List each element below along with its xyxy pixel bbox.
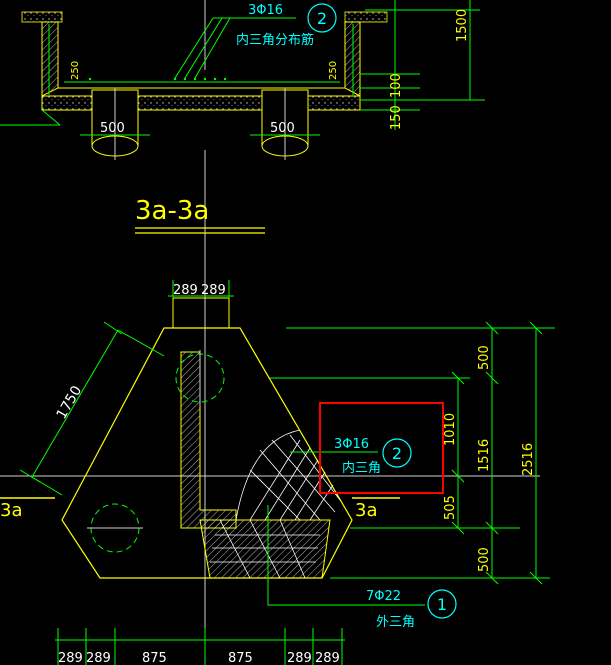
dim-505: 505 <box>443 495 458 520</box>
dim-250-right: 250 <box>328 61 339 80</box>
pile-right <box>261 88 309 160</box>
top-right-dims <box>360 0 485 130</box>
dim-2516: 2516 <box>521 443 536 476</box>
outer-bar-desc: 外三角 <box>376 615 415 630</box>
dim-1010: 1010 <box>443 413 458 446</box>
column-stub <box>172 297 230 329</box>
top-leaders <box>174 17 296 79</box>
dim-150: 150 <box>389 105 404 130</box>
bottom-dim-label: 289 <box>86 651 111 665</box>
cut-left-label: 3a <box>0 500 22 521</box>
dim-500-top: 500 <box>477 345 492 370</box>
slope-dim <box>19 321 165 496</box>
inner-bar-marker-circle <box>382 438 412 468</box>
dim-1516: 1516 <box>477 439 492 472</box>
outer-bar-label: 7Φ22 <box>366 589 401 604</box>
section-title: 3a-3a <box>135 196 209 226</box>
slab-strip-right <box>344 11 388 23</box>
top-rebar-desc: 内三角分布筋 <box>236 32 314 48</box>
dim-100: 100 <box>389 73 404 98</box>
pile-right-width: 500 <box>270 121 295 136</box>
section-3a: 3a-3a 289 289 <box>0 196 555 665</box>
inner-bar-desc: 内三角 <box>342 460 381 476</box>
highlight-box <box>319 402 444 494</box>
slope-dim-1750: 1750 <box>54 383 86 422</box>
dim-500-bottom: 500 <box>477 547 492 572</box>
dim-250-left: 250 <box>70 61 81 80</box>
bottom-dim-label: 289 <box>287 651 312 665</box>
top-rebar-label: 3Φ16 <box>248 3 283 18</box>
pile-left-width: 500 <box>100 121 125 136</box>
rebar-dots <box>88 77 227 81</box>
bottom-dim-lines <box>55 628 345 665</box>
bottom-dim-label: 875 <box>228 651 253 665</box>
bottom-dim-label: 289 <box>315 651 340 665</box>
pile-dims <box>0 109 320 136</box>
top-rebar-marker: 2 <box>317 9 327 28</box>
outer-bar-marker: 1 <box>437 595 447 614</box>
col-dim-left: 289 <box>173 283 198 298</box>
col-dim-right: 289 <box>201 283 226 298</box>
dim-1500: 1500 <box>455 9 470 42</box>
top-view: 3Φ16 内三角分布筋 2 250 250 500 500 <box>0 0 485 665</box>
bottom-dim-label: 875 <box>142 651 167 665</box>
wall-left <box>41 21 59 97</box>
inner-bar-label: 3Φ16 <box>334 437 369 452</box>
cut-right-label: 3a <box>355 500 377 521</box>
outer-leader <box>267 505 425 606</box>
outer-bar-marker-circle <box>427 589 457 619</box>
inner-bar-marker: 2 <box>392 444 402 463</box>
bottom-dim-label: 289 <box>58 651 83 665</box>
wall-hatch <box>180 351 237 529</box>
right-dim-lines <box>451 321 543 585</box>
pile-left <box>91 88 139 160</box>
base-slab <box>41 95 361 111</box>
rebar-mesh <box>210 429 341 579</box>
slab-strip-left <box>21 11 63 23</box>
top-rebar-marker-circle <box>307 3 337 33</box>
